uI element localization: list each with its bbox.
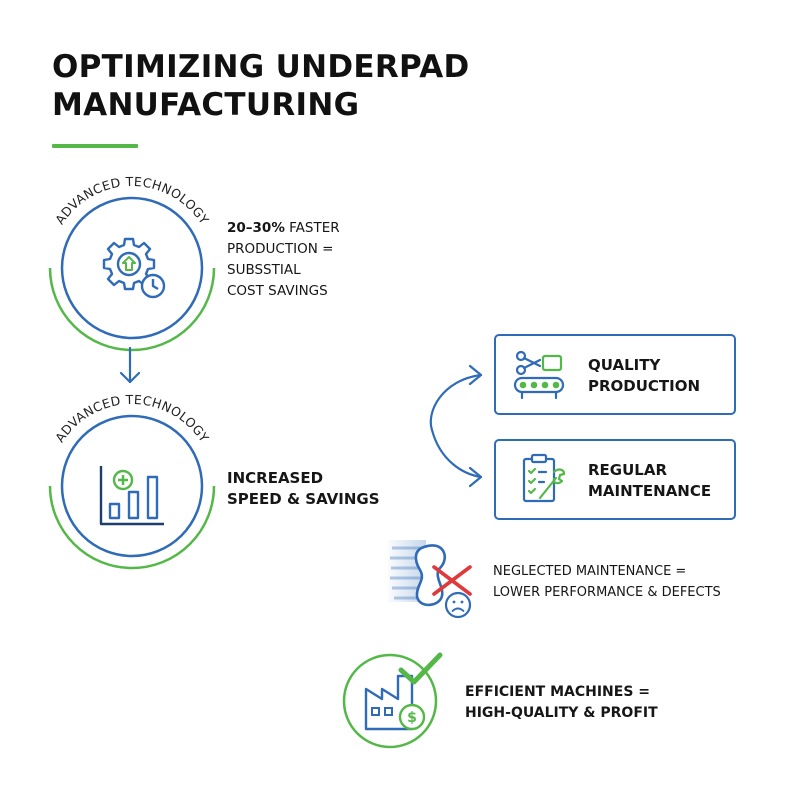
tech-step-2-badge: ADVANCED TECHNOLOGY [48, 392, 216, 570]
efficient-green-ring [342, 653, 438, 749]
efficient-line-2: HIGH-QUALITY & PROFIT [465, 705, 658, 721]
tech-step-2-ring-label: ADVANCED TECHNOLOGY [52, 392, 212, 445]
title-line-1: OPTIMIZING UNDERPAD [52, 49, 470, 85]
tech-step-2-green-ring [48, 485, 216, 570]
quality-production-line-2: PRODUCTION [588, 377, 701, 395]
title-underline [52, 144, 138, 148]
flow-arrow-down [119, 346, 141, 384]
factory-dollar-check-icon: $ [342, 652, 443, 749]
speed-increase-value: 20–30% [227, 220, 285, 236]
cycle-arrows [429, 364, 483, 488]
speed-increase-label: FASTER [284, 220, 340, 236]
tech-step-1-green-ring [48, 267, 216, 352]
neglected-line-1: NEGLECTED MAINTENANCE = [493, 564, 687, 579]
gear-upload-clock-icon [102, 237, 166, 299]
title-line-2: MANUFACTURING [52, 87, 360, 123]
page-title: OPTIMIZING UNDERPAD MANUFACTURING [52, 48, 470, 124]
conveyor-cutting-icon [513, 350, 565, 400]
efficient-machines-text: EFFICIENT MACHINES = HIGH-QUALITY & PROF… [465, 682, 658, 724]
tech-step-2-blue-ring [60, 414, 204, 558]
tech-step-2-description: INCREASED SPEED & SAVINGS [227, 468, 380, 510]
regular-maintenance-card: REGULAR MAINTENANCE [494, 439, 736, 520]
quality-production-line-1: QUALITY [588, 356, 661, 374]
clipboard-wrench-icon [522, 453, 566, 503]
neglected-line-2: LOWER PERFORMANCE & DEFECTS [493, 585, 721, 600]
quality-production-label: QUALITY PRODUCTION [588, 355, 700, 397]
quality-production-card: QUALITY PRODUCTION [494, 334, 736, 415]
tech-step-2-line-2: SPEED & SAVINGS [227, 490, 380, 508]
regular-maintenance-line-1: REGULAR [588, 461, 668, 479]
tech-step-1-line-3: SUBSSTIAL [227, 262, 301, 278]
tech-step-1-blue-ring [60, 196, 204, 340]
efficient-line-1: EFFICIENT MACHINES = [465, 684, 651, 700]
neglected-maintenance-text: NEGLECTED MAINTENANCE = LOWER PERFORMANC… [493, 561, 721, 603]
svg-text:$: $ [407, 710, 417, 726]
tech-step-1-description: 20–30% FASTER PRODUCTION = SUBSSTIAL COS… [227, 218, 340, 302]
tech-step-1-line-4: COST SAVINGS [227, 283, 328, 299]
tech-step-2-line-1: INCREASED [227, 469, 324, 487]
regular-maintenance-label: REGULAR MAINTENANCE [588, 460, 711, 502]
regular-maintenance-line-2: MAINTENANCE [588, 482, 712, 500]
broken-roll-sad-icon [388, 540, 472, 619]
bar-chart-plus-icon [99, 466, 164, 526]
tech-step-1-ring-label: ADVANCED TECHNOLOGY [52, 174, 212, 227]
tech-step-1-line-2: PRODUCTION = [227, 241, 334, 257]
tech-step-1-badge: ADVANCED TECHNOLOGY [48, 174, 216, 352]
